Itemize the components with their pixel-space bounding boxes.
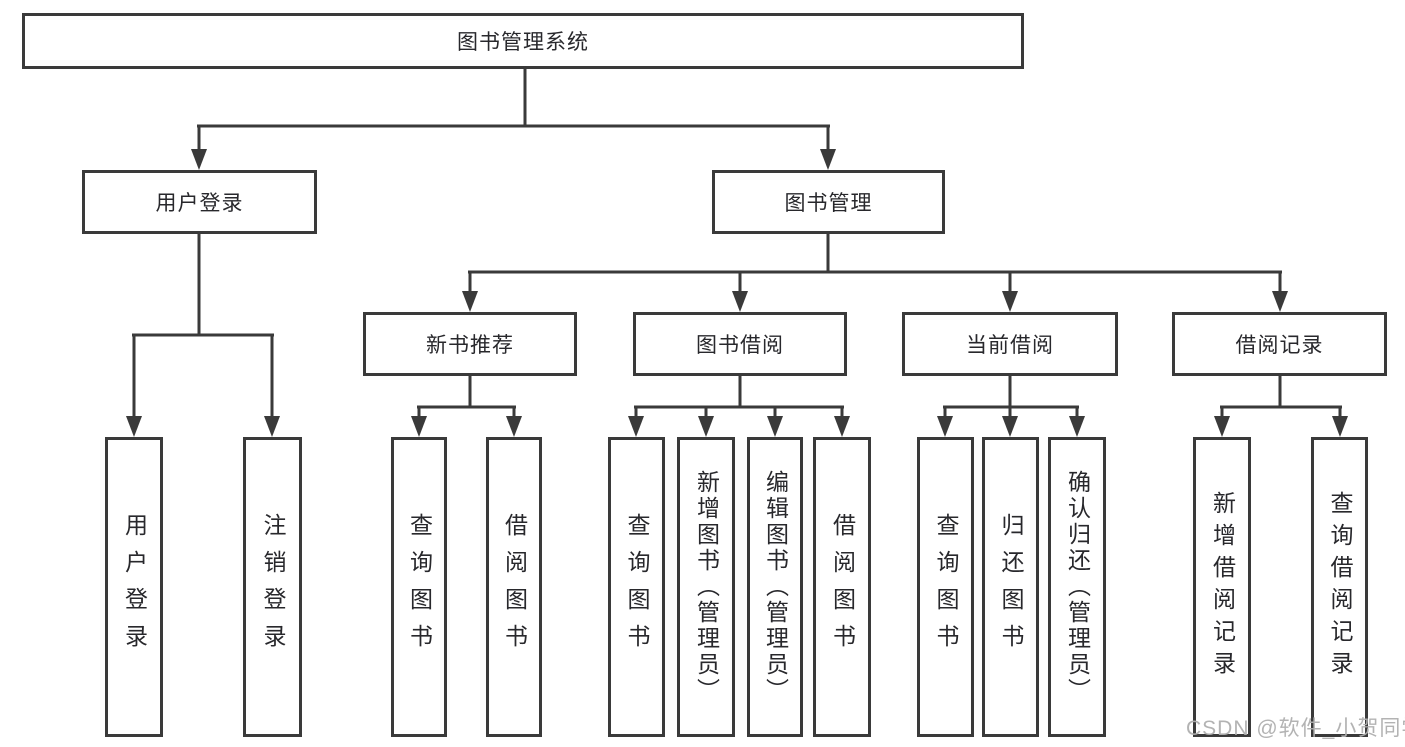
node-label: 借阅记录: [1235, 334, 1324, 357]
node-book-management: 图书管理: [712, 170, 945, 234]
watermark-text: CSDN @软件_小贺同学: [1186, 717, 1405, 740]
leaf-label: 注销登录: [260, 513, 286, 661]
leaf-label: 新增图书（管理员）: [693, 470, 720, 704]
leaf-label: 编辑图书（管理员）: [762, 470, 789, 704]
node-label: 当前借阅: [966, 334, 1054, 357]
leaf-label: 归还图书: [998, 513, 1024, 661]
leaf-confirm-return-admin: 确认归还（管理员）: [1048, 437, 1106, 737]
node-label: 新书推荐: [426, 334, 514, 357]
leaf-label: 借阅图书: [501, 513, 528, 661]
leaf-borrowing-query-books: 查询图书: [608, 437, 665, 737]
leaf-label: 查询图书: [933, 513, 959, 661]
leaf-return-books: 归还图书: [982, 437, 1039, 737]
leaf-edit-books-admin: 编辑图书（管理员）: [747, 437, 803, 737]
leaf-borrowing-borrow-books: 借阅图书: [813, 437, 871, 737]
node-current-borrowing: 当前借阅: [902, 312, 1118, 376]
node-label: 用户登录: [155, 192, 244, 215]
leaf-label: 查询图书: [406, 513, 433, 661]
node-new-book-recommendation: 新书推荐: [363, 312, 577, 376]
leaf-newbook-borrow-books: 借阅图书: [486, 437, 542, 737]
leaf-label: 确认归还（管理员）: [1064, 470, 1091, 704]
leaf-add-borrow-record: 新增借阅记录: [1193, 437, 1251, 737]
node-label: 图书借阅: [696, 334, 784, 357]
node-label: 图书管理系统: [457, 31, 589, 54]
leaf-user-login: 用户登录: [105, 437, 163, 737]
leaf-label: 借阅图书: [829, 513, 856, 661]
leaf-logout: 注销登录: [243, 437, 302, 737]
leaf-label: 用户登录: [121, 513, 148, 661]
leaf-query-borrow-record: 查询借阅记录: [1311, 437, 1368, 737]
node-book-borrowing: 图书借阅: [633, 312, 847, 376]
leaf-current-query-books: 查询图书: [917, 437, 974, 737]
node-library-management-system: 图书管理系统: [22, 13, 1024, 69]
node-borrowing-records: 借阅记录: [1172, 312, 1387, 376]
leaf-label: 查询图书: [624, 513, 650, 661]
leaf-label: 新增借阅记录: [1209, 491, 1236, 683]
leaf-add-books-admin: 新增图书（管理员）: [677, 437, 735, 737]
leaf-label: 查询借阅记录: [1327, 491, 1353, 683]
node-user-login: 用户登录: [82, 170, 317, 234]
node-label: 图书管理: [784, 192, 873, 215]
leaf-newbook-query-books: 查询图书: [391, 437, 447, 737]
